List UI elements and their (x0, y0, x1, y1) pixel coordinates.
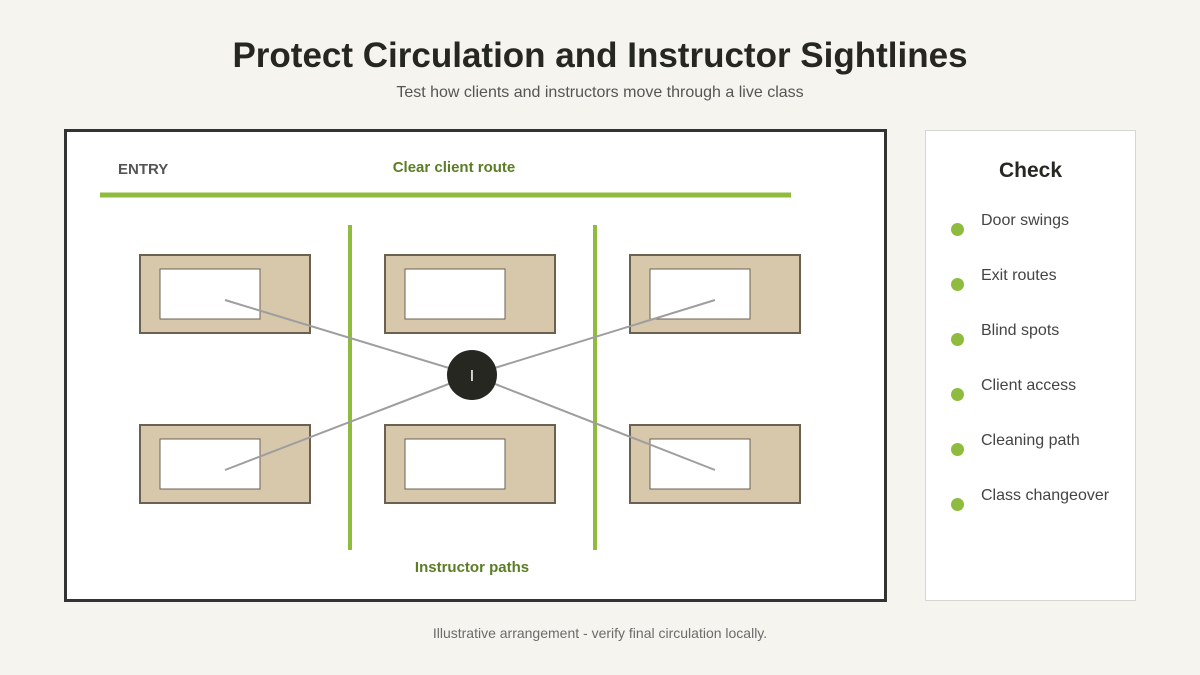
bullet-dot-icon (951, 388, 964, 401)
station-mat (404, 438, 506, 490)
check-item-label: Blind spots (981, 322, 1060, 339)
check-item: Blind spots (926, 322, 1135, 352)
check-item-label: Class changeover (981, 487, 1110, 504)
page-title: Protect Circulation and Instructor Sight… (232, 36, 968, 75)
page-subtitle: Test how clients and instructors move th… (396, 84, 804, 101)
station-mat (159, 268, 261, 320)
station-6 (629, 424, 801, 504)
check-panel-title: Check (998, 159, 1063, 182)
check-item-label: Exit routes (981, 267, 1057, 284)
check-item-label: Door swings (981, 212, 1070, 229)
sightline-2 (471, 299, 716, 376)
instructor-paths-label: Instructor paths (415, 559, 529, 576)
client-route-label: Clear client route (393, 159, 516, 176)
bullet-dot-icon (951, 333, 964, 346)
check-item: Exit routes (926, 267, 1135, 297)
station-3 (629, 254, 801, 334)
station-1 (139, 254, 311, 334)
station-mat (649, 268, 751, 320)
station-4 (139, 424, 311, 504)
instructor-marker-label: I (470, 368, 474, 385)
floor-plan-diagram: ENTRY Clear client route I Instructor pa… (64, 129, 887, 602)
check-item: Cleaning path (926, 432, 1135, 462)
station-5 (384, 424, 556, 504)
footer-note: Illustrative arrangement - verify final … (432, 625, 768, 641)
stations (139, 254, 801, 504)
instructor-marker (447, 350, 497, 400)
bullet-dot-icon (951, 278, 964, 291)
station-mat (404, 268, 506, 320)
check-item: Door swings (926, 212, 1135, 242)
bullet-dot-icon (951, 443, 964, 456)
station-mat (159, 438, 261, 490)
sightline-3 (224, 374, 473, 471)
bullet-dot-icon (951, 223, 964, 236)
check-item-label: Client access (981, 377, 1077, 394)
sightlines (224, 299, 716, 471)
check-item-label: Cleaning path (981, 432, 1080, 449)
sightline-1 (224, 299, 473, 376)
floor-plan: ENTRY Clear client route I Instructor pa… (64, 129, 887, 602)
bullet-dot-icon (951, 498, 964, 511)
check-item: Class changeover (926, 487, 1135, 517)
check-item: Client access (926, 377, 1135, 407)
station-2 (384, 254, 556, 334)
sightline-4 (471, 374, 716, 471)
entry-label: ENTRY (118, 161, 168, 178)
